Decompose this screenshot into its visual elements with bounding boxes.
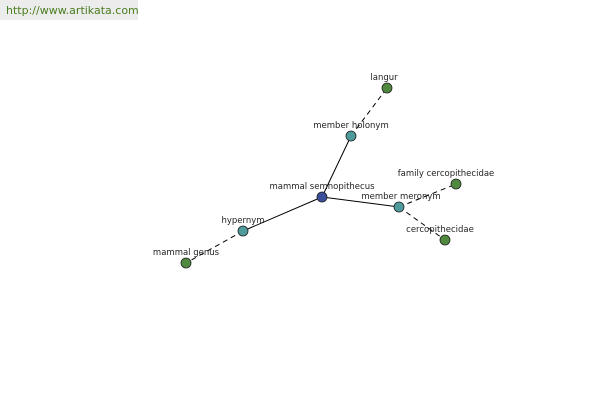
edge-member-holonym-langur — [350, 87, 388, 137]
node-label-member-holonym[interactable]: member holonym — [313, 121, 388, 131]
relation-node-hypernym[interactable] — [237, 225, 249, 237]
relation-node-member-holonym[interactable] — [345, 130, 357, 142]
node-label-center[interactable]: mammal semnopithecus — [269, 182, 375, 192]
site-link[interactable]: http://www.artikata.com — [6, 4, 139, 17]
center-node-center[interactable] — [316, 191, 328, 203]
edge-center-hypernym — [242, 196, 323, 232]
leaf-node-mammal-genus[interactable] — [180, 257, 192, 269]
graph-edges — [185, 87, 457, 264]
edge-member-meronym-family-cercopithecidae — [398, 183, 457, 208]
leaf-node-langur[interactable] — [381, 82, 393, 94]
edge-member-meronym-cercopithecidae — [398, 206, 446, 241]
node-label-cercopithecidae[interactable]: cercopithecidae — [406, 225, 474, 235]
leaf-node-cercopithecidae[interactable] — [439, 234, 451, 246]
graph-labels: mammal semnopithecus hypernym mammal genus… — [153, 73, 494, 258]
edge-hypernym-mammal-genus — [185, 230, 244, 264]
edge-center-member-holonym — [321, 135, 352, 198]
node-label-member-meronym[interactable]: member meronym — [361, 192, 440, 202]
node-label-langur[interactable]: langur — [370, 73, 398, 83]
edge-center-member-meronym — [321, 196, 400, 208]
node-label-family-cercopithecidae[interactable]: family cercopithecidae — [398, 169, 495, 179]
relation-node-member-meronym[interactable] — [393, 201, 405, 213]
node-label-hypernym[interactable]: hypernym — [221, 216, 264, 226]
node-label-mammal-genus[interactable]: mammal genus — [153, 248, 220, 258]
graph-nodes — [180, 82, 462, 269]
leaf-node-family-cercopithecidae[interactable] — [450, 178, 462, 190]
site-banner: http://www.artikata.com — [0, 0, 139, 20]
